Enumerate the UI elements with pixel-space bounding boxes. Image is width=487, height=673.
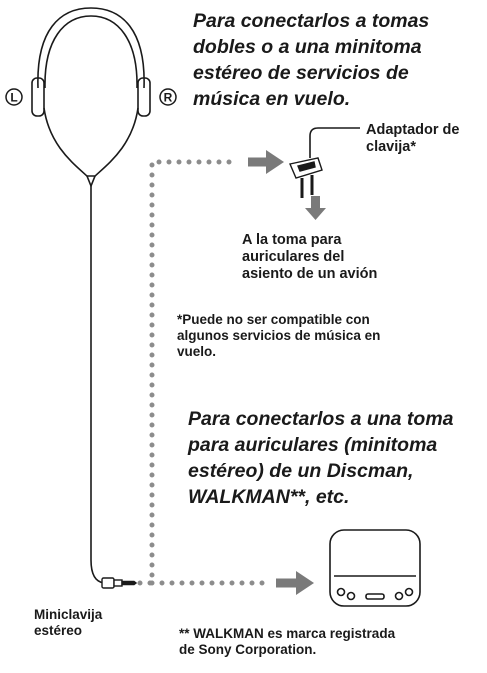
arrow-right-icon: [276, 571, 314, 595]
left-marker: L: [5, 88, 23, 106]
miniplug-label: Miniclavija estéreo: [34, 607, 103, 638]
svg-text:L: L: [10, 91, 17, 105]
heading-discman: Para conectarlos a una toma para auricul…: [188, 408, 454, 508]
svg-text:R: R: [164, 91, 173, 105]
walkman-trademark-note: ** WALKMAN es marca registrada de Sony C…: [179, 626, 396, 657]
headphones-icon: [31, 7, 151, 584]
plug-adapter-icon: [289, 127, 360, 198]
arrow-right-icon: [248, 150, 284, 174]
discman-icon: [329, 529, 421, 607]
compatibility-footnote: *Puede no ser compatible con algunos ser…: [177, 312, 381, 359]
dotted-connection-path: [137, 159, 271, 586]
airplane-jack-label: A la toma para auriculares del asiento d…: [242, 232, 378, 282]
stereo-miniplug-icon: [101, 577, 138, 589]
heading-inflight: Para conectarlos a tomas dobles o a una …: [193, 10, 430, 110]
adapter-label: Adaptador de clavija*: [366, 122, 460, 155]
arrow-down-icon: [305, 196, 326, 220]
right-marker: R: [159, 88, 177, 106]
